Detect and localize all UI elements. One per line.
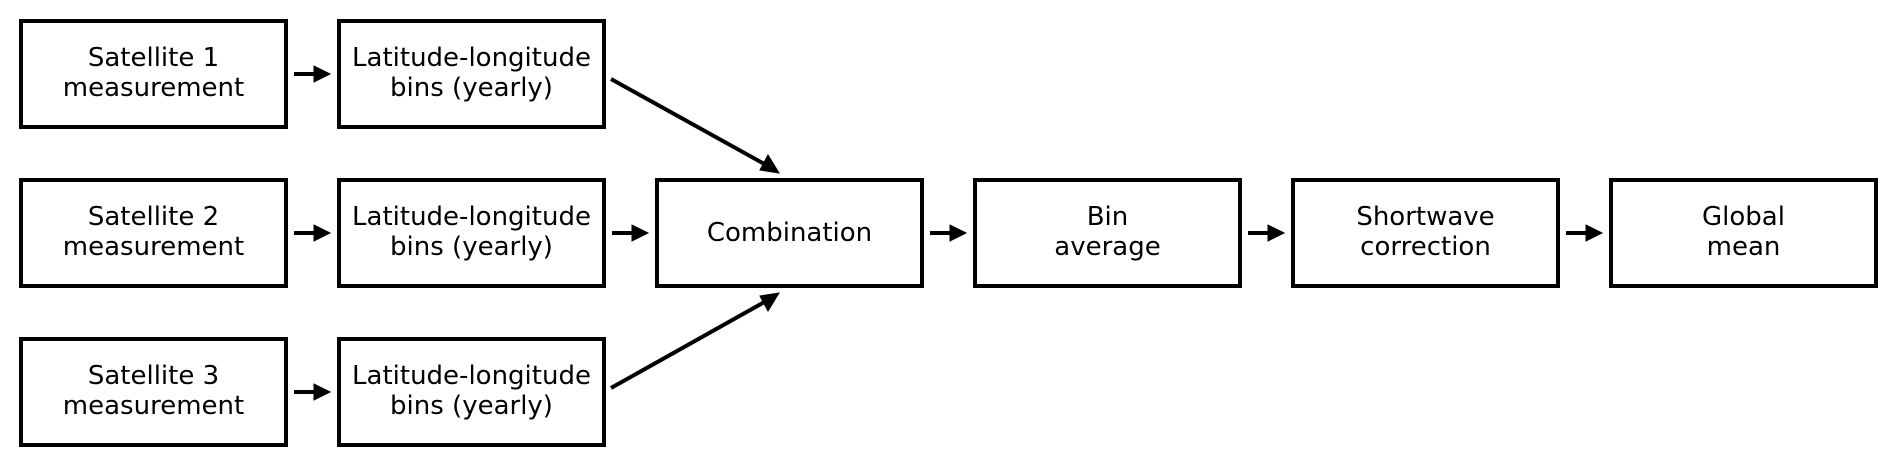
- node-label-line: mean: [1707, 232, 1781, 262]
- node-label-line: measurement: [63, 232, 244, 262]
- arrow-shortwave-correction-to-global-mean: [1566, 224, 1604, 242]
- node-label-line: average: [1054, 232, 1160, 262]
- node-label-line: Satellite 1: [88, 43, 219, 73]
- arrow-sat3-to-bins3: [294, 383, 332, 401]
- node-combination: Combination: [655, 178, 924, 288]
- arrow-bins3-to-combination: [610, 292, 780, 390]
- node-shortwave-correction: Shortwave correction: [1291, 178, 1560, 288]
- node-label-line: Latitude-longitude: [352, 202, 591, 232]
- node-satellite-2-measurement: Satellite 2 measurement: [19, 178, 288, 288]
- node-label-line: Latitude-longitude: [352, 43, 591, 73]
- arrow-sat2-to-bins2: [294, 224, 332, 242]
- node-lat-lon-bins-2: Latitude-longitude bins (yearly): [337, 178, 606, 288]
- arrow-bins1-to-combination: [610, 77, 780, 174]
- node-label-line: bins (yearly): [390, 391, 553, 421]
- node-label-line: correction: [1360, 232, 1491, 262]
- node-bin-average: Bin average: [973, 178, 1242, 288]
- node-global-mean: Global mean: [1609, 178, 1878, 288]
- node-label-line: Satellite 3: [88, 361, 219, 391]
- node-lat-lon-bins-1: Latitude-longitude bins (yearly): [337, 19, 606, 129]
- node-label-line: Bin: [1087, 202, 1129, 232]
- node-satellite-3-measurement: Satellite 3 measurement: [19, 337, 288, 447]
- node-label-line: Latitude-longitude: [352, 361, 591, 391]
- arrow-sat1-to-bins1: [294, 65, 332, 83]
- arrow-combination-to-bin-average: [930, 224, 968, 242]
- node-label-line: bins (yearly): [390, 73, 553, 103]
- arrow-bins2-to-combination: [612, 224, 650, 242]
- node-label-line: Satellite 2: [88, 202, 219, 232]
- node-label-line: Global: [1702, 202, 1785, 232]
- node-label-line: Shortwave: [1356, 202, 1494, 232]
- node-label-line: Combination: [707, 218, 872, 248]
- node-satellite-1-measurement: Satellite 1 measurement: [19, 19, 288, 129]
- node-label-line: bins (yearly): [390, 232, 553, 262]
- arrow-bin-average-to-shortwave-correction: [1248, 224, 1286, 242]
- node-label-line: measurement: [63, 73, 244, 103]
- node-lat-lon-bins-3: Latitude-longitude bins (yearly): [337, 337, 606, 447]
- node-label-line: measurement: [63, 391, 244, 421]
